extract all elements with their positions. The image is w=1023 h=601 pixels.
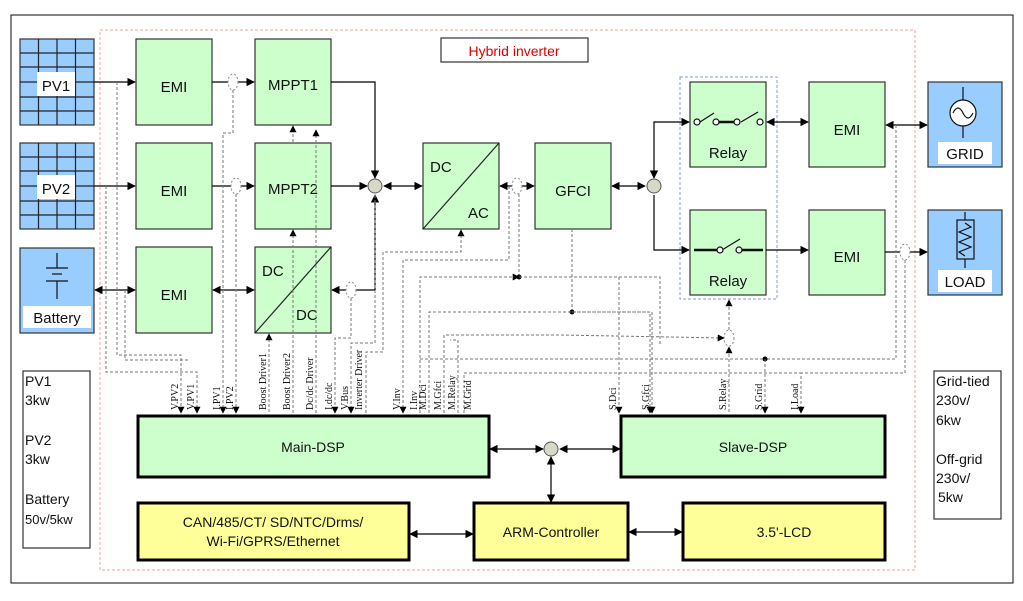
load-label: LOAD [945,274,986,291]
signal-label: S.Grid [754,384,765,410]
svg-text:6kw: 6kw [936,412,962,428]
main-dsp-block: Main-DSP [136,414,491,479]
svg-text:3kw: 3kw [25,451,51,467]
title-box [440,37,589,63]
svg-text:3.5'-LCD: 3.5'-LCD [757,524,812,540]
relay2-block: Relay [689,209,767,296]
pv1-panel: PV1 [19,38,95,126]
battery-source: Battery [19,247,95,334]
gfci-block: GFCI [534,142,612,230]
svg-text:Main-DSP: Main-DSP [281,439,345,455]
signal-label: Boost Driver1 [258,353,269,410]
specs-left-box: PV1 3kw PV2 3kw Battery 50v/5kw [22,370,91,549]
signal-label: S.Relay [718,379,729,410]
signal-label: M.Grid [463,380,474,410]
signal-label: S.Gfci [641,384,652,410]
svg-text:Battery: Battery [25,491,69,507]
signal-label: M.Relay [447,375,458,410]
svg-text:Relay: Relay [709,273,748,290]
grid-label: GRID [946,146,984,163]
svg-text:EMI: EMI [834,249,861,266]
svg-text:CAN/485/CT/ SD/NTC/Drms/: CAN/485/CT/ SD/NTC/Drms/ [183,514,364,530]
emi-grid-block: EMI [808,81,886,168]
svg-text:EMI: EMI [161,79,188,96]
svg-text:AC: AC [468,205,489,222]
mppt1-block: MPPT1 [254,38,332,126]
signal-label: Boost Driver2 [282,353,293,410]
slave-dsp-block: Slave-DSP [619,414,887,479]
signal-label: V.PV2 [170,384,181,410]
arm-controller-block: ARM-Controller [472,501,630,562]
grid-source: GRID [927,81,1003,168]
emi-battery-block: EMI [135,246,213,334]
svg-text:230v/: 230v/ [936,470,970,486]
svg-text:50v/5kw: 50v/5kw [25,512,73,527]
svg-text:GFCI: GFCI [555,183,591,200]
signal-label: I.dc/dc [324,382,335,410]
svg-text:Wi-Fi/GPRS/Ethernet: Wi-Fi/GPRS/Ethernet [206,533,339,549]
ac-bus-node [646,178,662,194]
dc-bus-node [367,178,383,194]
title: Hybrid inverter [468,43,559,59]
signal-label: I.Inv [409,391,420,410]
svg-text:EMI: EMI [161,183,188,200]
svg-text:5kw: 5kw [938,489,964,505]
emi-pv2-block: EMI [135,142,213,230]
specs-right-box: Grid-tied 230v/ 6kw Off-grid 230v/ 5kw [933,370,1002,520]
svg-text:MPPT2: MPPT2 [268,181,318,198]
svg-text:Off-grid: Off-grid [936,451,982,467]
svg-text:Relay: Relay [709,145,748,162]
signal-label: I.PV2 [225,386,236,410]
lcd-block: 3.5'-LCD [681,501,887,562]
signal-label: V.Bus [340,386,351,410]
mppt2-block: MPPT2 [254,142,332,230]
switch-icon [694,238,763,254]
signal-label: Inverter Driver [354,349,365,410]
signal-lines [105,82,906,414]
control-bus-node [543,441,559,457]
signal-label: M.Dci [418,384,429,410]
signal-label: V.PV1 [186,384,197,410]
svg-text:Slave-DSP: Slave-DSP [719,439,787,455]
control-lines [409,444,683,539]
outer-frame [10,14,1014,584]
signal-label: Dc/dc Driver [305,357,316,410]
svg-text:ARM-Controller: ARM-Controller [503,524,600,540]
signal-label: I.PV1 [212,386,223,410]
signal-label: S.Dci [608,387,619,410]
dcac-inverter-block: DC AC [422,142,500,230]
signal-label: V.Inv [392,388,403,410]
svg-text:EMI: EMI [834,122,861,139]
emi-load-block: EMI [808,209,886,296]
svg-text:PV1: PV1 [25,373,52,389]
signal-label: I.Load [790,384,801,410]
inverter-boundary [99,29,916,571]
load-source: LOAD [927,209,1003,296]
svg-text:EMI: EMI [161,287,188,304]
emi-pv1-block: EMI [135,38,213,126]
switch-icon [693,111,764,126]
comms-block: CAN/485/CT/ SD/NTC/Drms/ Wi-Fi/GPRS/Ethe… [136,501,411,562]
svg-text:DC: DC [296,307,318,324]
power-lines [94,77,928,295]
svg-text:DC: DC [262,263,284,280]
slave-dsp-signal-labels: S.Dci S.Gfci S.Relay S.Grid I.Load [608,379,801,410]
svg-text:DC: DC [430,159,452,176]
relay-group [679,76,778,300]
signal-label: M.Gfci [433,381,444,410]
svg-text:MPPT1: MPPT1 [268,77,318,94]
svg-text:Grid-tied: Grid-tied [936,373,990,389]
battery-icon [46,253,68,299]
svg-text:PV2: PV2 [25,432,52,448]
current-sensors [227,73,911,347]
svg-text:230v/: 230v/ [936,392,970,408]
svg-text:3kw: 3kw [25,392,51,408]
pv2-label: PV2 [42,181,70,198]
battery-label: Battery [33,310,81,327]
relay1-block: Relay [689,81,767,168]
pv1-label: PV1 [42,78,70,95]
pv2-panel: PV2 [19,142,95,230]
